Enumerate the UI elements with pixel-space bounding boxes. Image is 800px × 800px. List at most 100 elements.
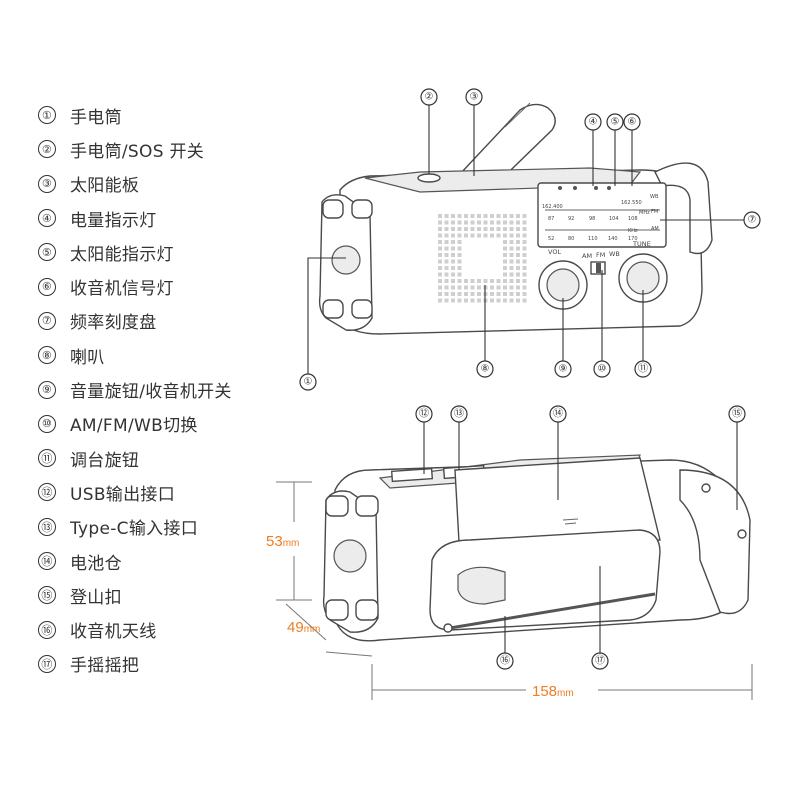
svg-text:⑧: ⑧ xyxy=(481,364,490,375)
legend-item-flashlight: ① 手电筒 xyxy=(38,98,288,132)
callout-1 xyxy=(299,373,317,391)
legend-item-radio-signal-light: ⑥ 收音机信号灯 xyxy=(38,269,288,303)
legend-label: 调台旋钮 xyxy=(70,450,140,471)
callout-14 xyxy=(549,405,567,423)
callout-17 xyxy=(591,652,609,670)
callout-13 xyxy=(450,405,468,423)
solar-led xyxy=(594,186,598,190)
svg-text:⑰: ⑰ xyxy=(595,655,605,667)
legend-number: ⑫ xyxy=(38,483,56,502)
callout-9 xyxy=(554,360,572,378)
band-am-label: AM xyxy=(582,252,592,260)
legend-item-volume-knob: ⑨ 音量旋钮/收音机开关 xyxy=(38,372,288,406)
dial-am-tick-110: 110 xyxy=(588,236,598,242)
dial-am-tick-52: 52 xyxy=(548,236,554,242)
callout-5 xyxy=(606,113,624,131)
legend-number: ⑬ xyxy=(38,517,56,536)
svg-text:③: ③ xyxy=(470,92,479,103)
battery-led xyxy=(558,186,562,190)
dial-fm-tick-98: 98 xyxy=(589,216,595,222)
svg-text:⑦: ⑦ xyxy=(748,215,757,226)
legend-label: USB输出接口 xyxy=(70,484,175,505)
legend-label: AM/FM/WB切换 xyxy=(70,416,198,437)
dial-wb-high: 162.550 xyxy=(621,200,642,206)
legend-label: 手电筒 xyxy=(70,107,122,128)
dimension-lines: 53mm 49mm 158mm xyxy=(266,481,753,700)
callout-11 xyxy=(634,360,652,378)
dial-am-label: AM xyxy=(651,226,659,232)
legend-item-solar-indicator: ⑤ 太阳能指示灯 xyxy=(38,235,288,269)
legend-number: ⑩ xyxy=(38,414,56,433)
legend-label: 手摇摇把 xyxy=(70,656,140,677)
svg-text:⑯: ⑯ xyxy=(500,655,510,667)
svg-text:⑬: ⑬ xyxy=(454,408,464,420)
legend-number: ④ xyxy=(38,209,56,228)
dial-fm-tick-104: 104 xyxy=(609,216,619,222)
dial-fm-tick-92: 92 xyxy=(568,216,574,222)
svg-text:⑫: ⑫ xyxy=(419,408,429,420)
legend-label: 喇叭 xyxy=(70,347,105,368)
legend-item-speaker: ⑧ 喇叭 xyxy=(38,338,288,372)
legend-label: 收音机天线 xyxy=(70,622,157,643)
legend-label: 频率刻度盘 xyxy=(70,313,157,334)
legend-item-usb-output: ⑫ USB输出接口 xyxy=(38,475,288,509)
legend-number: ⑧ xyxy=(38,346,56,365)
dimension-length: 158mm xyxy=(532,683,574,700)
dimension-depth: 49mm xyxy=(287,619,320,636)
callout-2 xyxy=(420,88,438,106)
svg-text:⑪: ⑪ xyxy=(638,363,648,375)
callout-15 xyxy=(728,405,746,423)
legend-item-battery-compartment: ⑭ 电池仓 xyxy=(38,544,288,578)
svg-text:⑤: ⑤ xyxy=(611,117,620,128)
svg-text:⑨: ⑨ xyxy=(559,364,568,375)
legend-label: 电量指示灯 xyxy=(70,210,157,231)
callout-8 xyxy=(476,360,494,378)
band-wb-label: WB xyxy=(609,250,620,258)
dial-wb-label: WB xyxy=(650,194,659,200)
legend-label: Type-C输入接口 xyxy=(70,519,199,540)
svg-text:②: ② xyxy=(425,92,434,103)
dial-mhz: MHz xyxy=(639,210,650,216)
legend-number: ⑦ xyxy=(38,311,56,330)
svg-text:⑩: ⑩ xyxy=(598,364,607,375)
frequency-dial xyxy=(537,182,667,248)
legend-number: ⑭ xyxy=(38,552,56,570)
vol-label: VOL xyxy=(548,248,561,256)
carabiner-top xyxy=(654,162,713,255)
dial-wb-low: 162.400 xyxy=(542,204,563,210)
legend-label: 电池仓 xyxy=(70,553,122,574)
legend-label: 手电筒/SOS 开关 xyxy=(70,141,205,162)
flashlight-lens xyxy=(331,245,361,275)
callout-16 xyxy=(496,652,514,670)
hand-crank xyxy=(429,529,661,631)
callout-6 xyxy=(623,113,641,131)
callout-7 xyxy=(743,211,761,229)
legend-label: 登山扣 xyxy=(70,587,122,608)
usb-port xyxy=(390,467,434,483)
legend-label: 收音机信号灯 xyxy=(70,279,174,300)
svg-text:⑭: ⑭ xyxy=(553,408,563,420)
svg-text:⑮: ⑮ xyxy=(732,408,742,420)
legend-label: 太阳能板 xyxy=(70,176,140,197)
sos-switch xyxy=(417,173,441,183)
callout-12 xyxy=(415,405,433,423)
dial-khz: KHz xyxy=(628,228,638,234)
legend-number: ⑮ xyxy=(38,586,56,605)
callout-4 xyxy=(584,113,602,131)
dial-am-tick-80: 80 xyxy=(568,236,574,242)
legend-item-antenna: ⑯ 收音机天线 xyxy=(38,612,288,646)
dial-fm-tick-108: 108 xyxy=(628,216,638,222)
legend-number: ① xyxy=(38,106,56,125)
legend-number: ⑪ xyxy=(38,449,56,468)
svg-text:④: ④ xyxy=(589,117,598,128)
dial-am-tick-140: 140 xyxy=(608,236,618,242)
legend-item-flashlight-sos-switch: ② 手电筒/SOS 开关 xyxy=(38,132,288,166)
legend-number: ⑥ xyxy=(38,277,56,296)
legend-item-tuning-knob: ⑪ 调台旋钮 xyxy=(38,441,288,475)
band-fm-label: FM xyxy=(596,251,605,259)
legend-number: ③ xyxy=(38,174,56,193)
antenna xyxy=(449,592,656,630)
callout-10 xyxy=(593,360,611,378)
legend-item-solar-panel: ③ 太阳能板 xyxy=(38,167,288,201)
